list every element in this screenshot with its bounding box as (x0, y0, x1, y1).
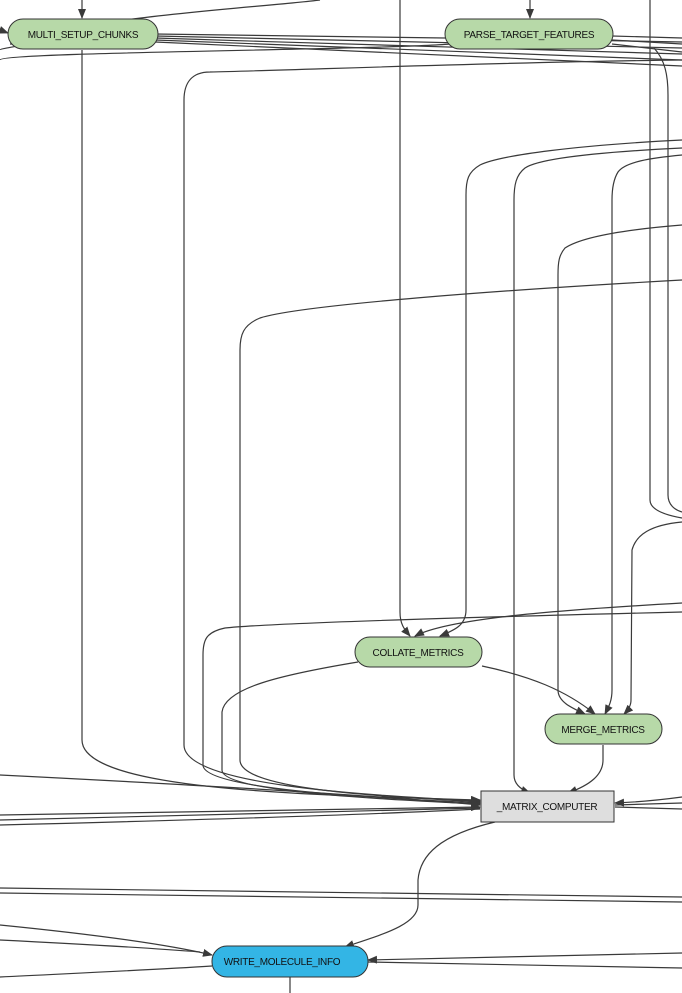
edge-parse-right-3 (611, 43, 682, 53)
edge-loop-631 (623, 521, 682, 715)
edge-left-to-matrix-2 (0, 803, 481, 816)
edge-right-650 (649, 0, 682, 519)
edge-merge-to-matrix (567, 745, 604, 794)
node-collate-metrics-label: COLLATE_METRICS (373, 648, 465, 659)
edge-parse-right-1 (611, 35, 682, 39)
edge-loop-240 (239, 279, 682, 806)
node-parse-target-features-label: PARSE_TARGET_FEATURES (464, 30, 595, 41)
nodes: MULTI_SETUP_CHUNKS PARSE_TARGET_FEATURES… (7, 18, 663, 978)
edge-loop-558 (557, 224, 682, 715)
edge-in-multi-setup-left (0, 26, 9, 34)
node-collate-metrics[interactable]: COLLATE_METRICS (354, 636, 483, 668)
edge-multi-right-5 (154, 41, 682, 67)
edge-left-to-matrix-1 (0, 774, 481, 809)
edge-right-to-matrix-2 (614, 802, 682, 806)
node-merge-metrics-label: MERGE_METRICS (561, 725, 645, 736)
edge-top-to-collate (399, 0, 411, 637)
edge-write-left-out (0, 965, 213, 978)
edge-horizontal-895 (0, 892, 682, 903)
edge-collate-to-matrix (221, 661, 481, 808)
edge-right-to-matrix-3 (614, 806, 682, 810)
edge-multi-to-matrix (81, 50, 481, 804)
edge-right-to-write-2 (367, 961, 682, 969)
node-matrix-computer-label: _MATRIX_COMPUTER (496, 802, 598, 813)
edge-parse-right-2 (611, 39, 682, 45)
node-matrix-computer[interactable]: _MATRIX_COMPUTER (480, 790, 615, 823)
node-parse-target-features-shape (444, 18, 614, 50)
edge-matrix-to-write (344, 821, 496, 948)
node-multi-setup-chunks-label: MULTI_SETUP_CHUNKS (28, 30, 139, 41)
node-parse-target-features[interactable]: PARSE_TARGET_FEATURES (444, 18, 614, 50)
edge-right-666 (653, 47, 682, 513)
edge-parse-long-left (0, 43, 451, 61)
edge-right-to-write-1 (367, 952, 682, 964)
edge-multi-right-3 (154, 37, 682, 55)
edge-offscreen-top-left (124, 0, 321, 21)
edge-multi-right-4 (154, 39, 682, 61)
node-collate-metrics-shape (354, 636, 483, 668)
edge-collate-to-merge (481, 665, 596, 715)
edge-loop-184 (183, 59, 682, 805)
edge-right-to-matrix-1 (614, 796, 682, 807)
node-write-molecule-info-shape (211, 945, 369, 978)
edge-loop-466 (439, 139, 682, 637)
edge-right-to-collate-1 (414, 602, 682, 637)
edge-loop-612 (604, 154, 682, 715)
edge-horizontal-890 (0, 887, 682, 898)
node-write-molecule-info[interactable]: WRITE_MOLECULE_INFO (211, 945, 369, 978)
edge-left-to-write-2 (0, 939, 201, 953)
node-merge-metrics-shape (544, 713, 663, 745)
node-multi-setup-chunks-shape (7, 18, 159, 50)
node-multi-setup-chunks[interactable]: MULTI_SETUP_CHUNKS (7, 18, 159, 50)
node-matrix-computer-shape (480, 790, 615, 823)
node-merge-metrics[interactable]: MERGE_METRICS (544, 713, 663, 745)
edge-multi-right-2 (154, 35, 682, 49)
edge-loop-514 (513, 147, 682, 794)
node-write-molecule-info-label: WRITE_MOLECULE_INFO (224, 957, 341, 968)
edge-left-to-matrix-4 (0, 808, 481, 826)
